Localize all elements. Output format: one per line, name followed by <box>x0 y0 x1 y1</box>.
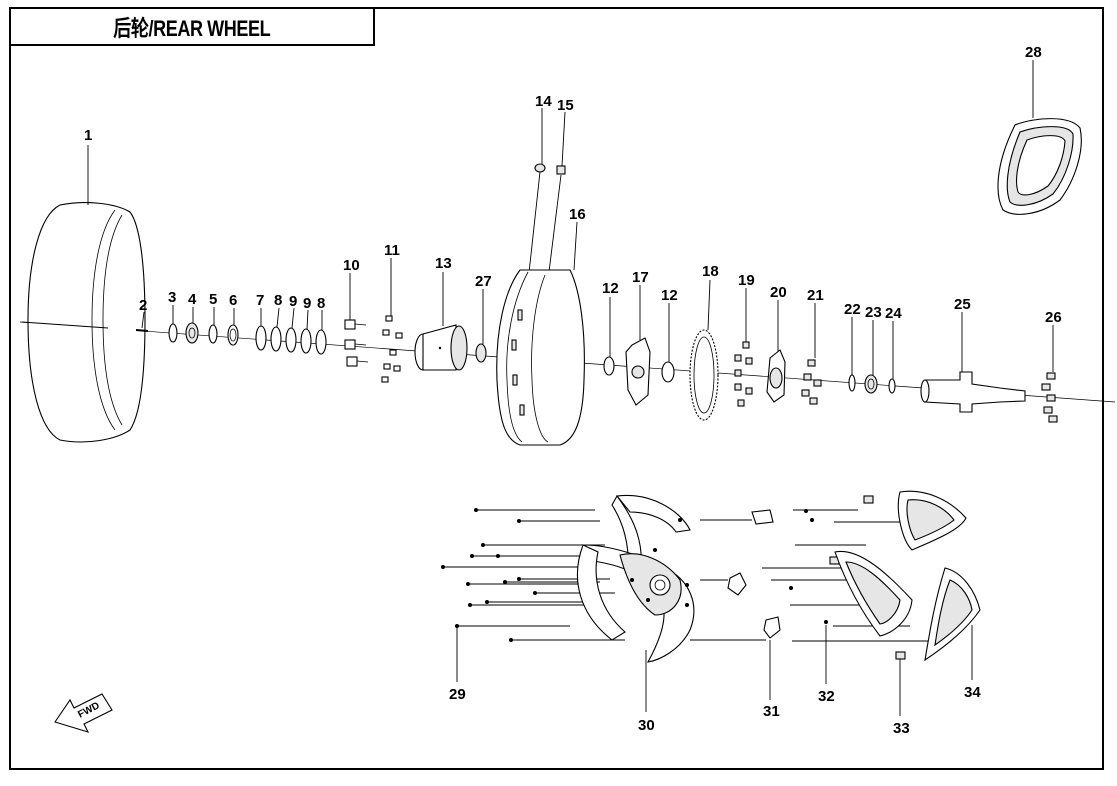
part-20-flange[interactable] <box>766 300 786 403</box>
callout-8[interactable]: 8 <box>274 292 282 309</box>
callout-4[interactable]: 4 <box>188 291 197 308</box>
callout-10[interactable]: 10 <box>343 257 360 274</box>
part-18-sprocket[interactable] <box>689 279 719 421</box>
callout-24[interactable]: 24 <box>885 305 902 322</box>
callout-27[interactable]: 27 <box>475 273 492 290</box>
callout-34[interactable]: 34 <box>964 684 981 701</box>
part-9-ring-a[interactable] <box>285 307 297 353</box>
part-23-nut[interactable] <box>864 320 878 394</box>
part-9-ring-b[interactable] <box>300 309 312 354</box>
callout-23[interactable]: 23 <box>865 304 882 321</box>
callout-31[interactable]: 31 <box>763 703 780 720</box>
part-8-ring-b[interactable] <box>315 310 327 355</box>
part-26-nuts[interactable] <box>1041 325 1058 423</box>
callout-9b[interactable]: 9 <box>303 295 311 312</box>
part-3-ring[interactable] <box>168 305 178 343</box>
callout-30[interactable]: 30 <box>638 717 655 734</box>
callout-28[interactable]: 28 <box>1025 44 1042 61</box>
part-2-bolt[interactable] <box>135 311 149 332</box>
part-21-bolts[interactable] <box>801 303 822 405</box>
callout-18[interactable]: 18 <box>702 263 719 280</box>
callout-20[interactable]: 20 <box>770 284 787 301</box>
drawing-frame <box>9 7 1104 770</box>
part-8-ring-a[interactable] <box>270 307 282 352</box>
callout-7[interactable]: 7 <box>256 292 264 309</box>
part-19-nuts[interactable] <box>734 288 753 407</box>
callout-5[interactable]: 5 <box>209 291 217 308</box>
part-17-carrier[interactable] <box>625 285 651 406</box>
part-5-ring[interactable] <box>208 307 218 344</box>
part-7-ring[interactable] <box>255 308 267 351</box>
callout-17[interactable]: 17 <box>632 269 649 286</box>
callout-12b[interactable]: 12 <box>661 287 678 304</box>
callout-8b[interactable]: 8 <box>317 295 325 312</box>
callout-32[interactable]: 32 <box>818 688 835 705</box>
callout-16[interactable]: 16 <box>569 206 586 223</box>
callout-22[interactable]: 22 <box>844 301 861 318</box>
callout-labels: 1 2 3 4 5 6 7 8 9 9 8 10 11 13 27 14 15 … <box>84 44 1062 737</box>
part-11-bolts[interactable] <box>381 258 403 383</box>
callout-2[interactable]: 2 <box>139 297 147 314</box>
part-4-bearing[interactable] <box>185 307 199 344</box>
title-box: 后轮/REAR WHEEL <box>9 7 375 46</box>
callout-13[interactable]: 13 <box>435 255 452 272</box>
part-6-seal[interactable] <box>227 308 239 346</box>
page-title: 后轮/REAR WHEEL <box>113 15 271 41</box>
part-22-washer[interactable] <box>848 317 856 392</box>
part-14-valve-cap[interactable] <box>534 108 546 173</box>
part-31-clamps[interactable] <box>690 509 781 700</box>
callout-1[interactable]: 1 <box>84 127 92 144</box>
part-28-reflector[interactable] <box>997 60 1082 215</box>
part-15-valve[interactable] <box>527 111 566 283</box>
callout-11[interactable]: 11 <box>384 242 400 259</box>
callout-6[interactable]: 6 <box>229 292 237 309</box>
callout-12[interactable]: 12 <box>602 280 619 297</box>
part-12-seal-b[interactable] <box>661 303 675 383</box>
callout-25[interactable]: 25 <box>954 296 971 313</box>
callout-14[interactable]: 14 <box>535 93 552 110</box>
part-25-axle[interactable] <box>920 312 1026 413</box>
callout-9[interactable]: 9 <box>289 293 297 310</box>
callout-15[interactable]: 15 <box>557 97 574 114</box>
part-27-spacer[interactable] <box>475 289 487 363</box>
callout-29[interactable]: 29 <box>449 686 466 703</box>
part-30-fender-guard[interactable] <box>576 494 695 712</box>
part-16-rim[interactable] <box>496 221 585 446</box>
part-12-seal-a[interactable] <box>603 297 615 376</box>
callout-19[interactable]: 19 <box>738 272 755 289</box>
callout-33[interactable]: 33 <box>893 720 910 737</box>
part-34-side-covers[interactable] <box>834 490 981 680</box>
part-24-ring[interactable] <box>888 321 896 394</box>
callout-3[interactable]: 3 <box>168 289 176 306</box>
part-10-studs[interactable] <box>344 273 369 367</box>
part-13-hub[interactable] <box>414 272 468 371</box>
fwd-arrow: FWD <box>54 693 113 733</box>
callout-21[interactable]: 21 <box>807 287 824 304</box>
part-1-tire[interactable] <box>21 145 146 443</box>
callout-26[interactable]: 26 <box>1045 309 1062 326</box>
